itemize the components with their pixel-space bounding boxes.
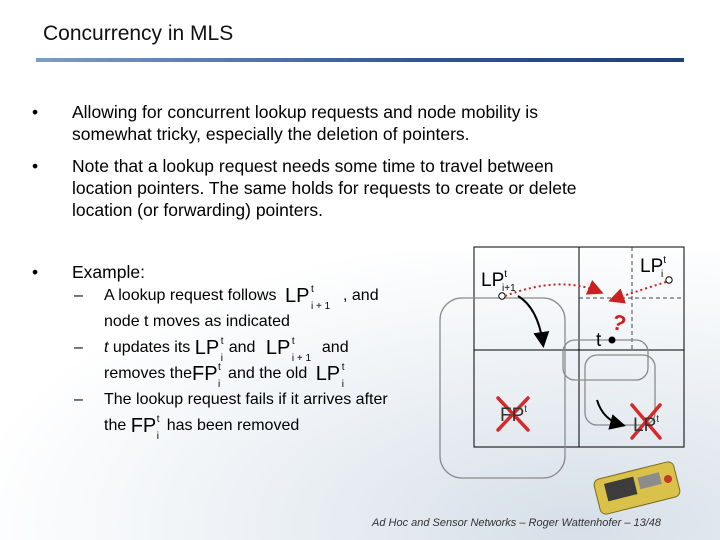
bullet-marker: • [32,262,39,282]
cross-fp-icon [496,396,530,432]
subitem-a-line-2: node t moves as indicated [104,312,290,330]
route-box-middle [562,339,649,381]
bullet-2: • Note that a lookup request needs some … [32,155,672,221]
diagram-label-lp-i1: LPti+1 [481,269,516,294]
diagram-label-lp-removed: LPt [633,414,660,436]
question-mark-icon: ? [609,309,628,337]
grid-lines [473,246,685,448]
subitem-c-line-1: The lookup request fails if it arrives a… [104,391,388,408]
bullet-2-line-1: Note that a lookup request needs some ti… [72,156,554,176]
slide-title: Concurrency in MLS [43,22,234,45]
bullet-marker: • [32,102,39,122]
bullet-1-line-1: Allowing for concurrent lookup requests … [72,102,538,122]
red-dotted-arrow-left [504,279,604,297]
dash-marker: – [74,287,83,304]
diagram-label-lp-i: LPti [640,255,667,280]
bullet-3-line-1: Example: [72,262,145,282]
bullet-1: • Allowing for concurrent lookup request… [32,101,632,145]
pointer-lp-i-node [665,276,673,284]
diagram-label-fp: FPt [500,404,528,426]
title-divider [36,58,684,62]
route-box-outer [439,297,566,479]
dash-marker: – [74,391,83,408]
black-arrow-curve [596,399,626,430]
cross-lp-icon [630,403,662,440]
slide-footer: Ad Hoc and Sensor Networks – Roger Watte… [372,517,662,529]
dash-marker: – [74,339,83,356]
diagram-label-t: t [596,330,602,351]
bullet-1-line-2: somewhat tricky, especially the deletion… [72,124,470,144]
red-dotted-arrow-right [608,281,667,304]
bullet-marker: • [32,156,39,176]
node-t-dot [608,336,616,344]
bullet-2-line-2: location pointers. The same holds for re… [72,178,577,198]
black-arrow-down [517,295,550,348]
sensor-device-image [593,461,681,515]
bullet-3: • Example: [32,261,145,283]
bullet-2-line-3: location (or forwarding) pointers. [72,200,323,220]
subitem-c: – The lookup request fails if it arrives… [74,387,388,442]
